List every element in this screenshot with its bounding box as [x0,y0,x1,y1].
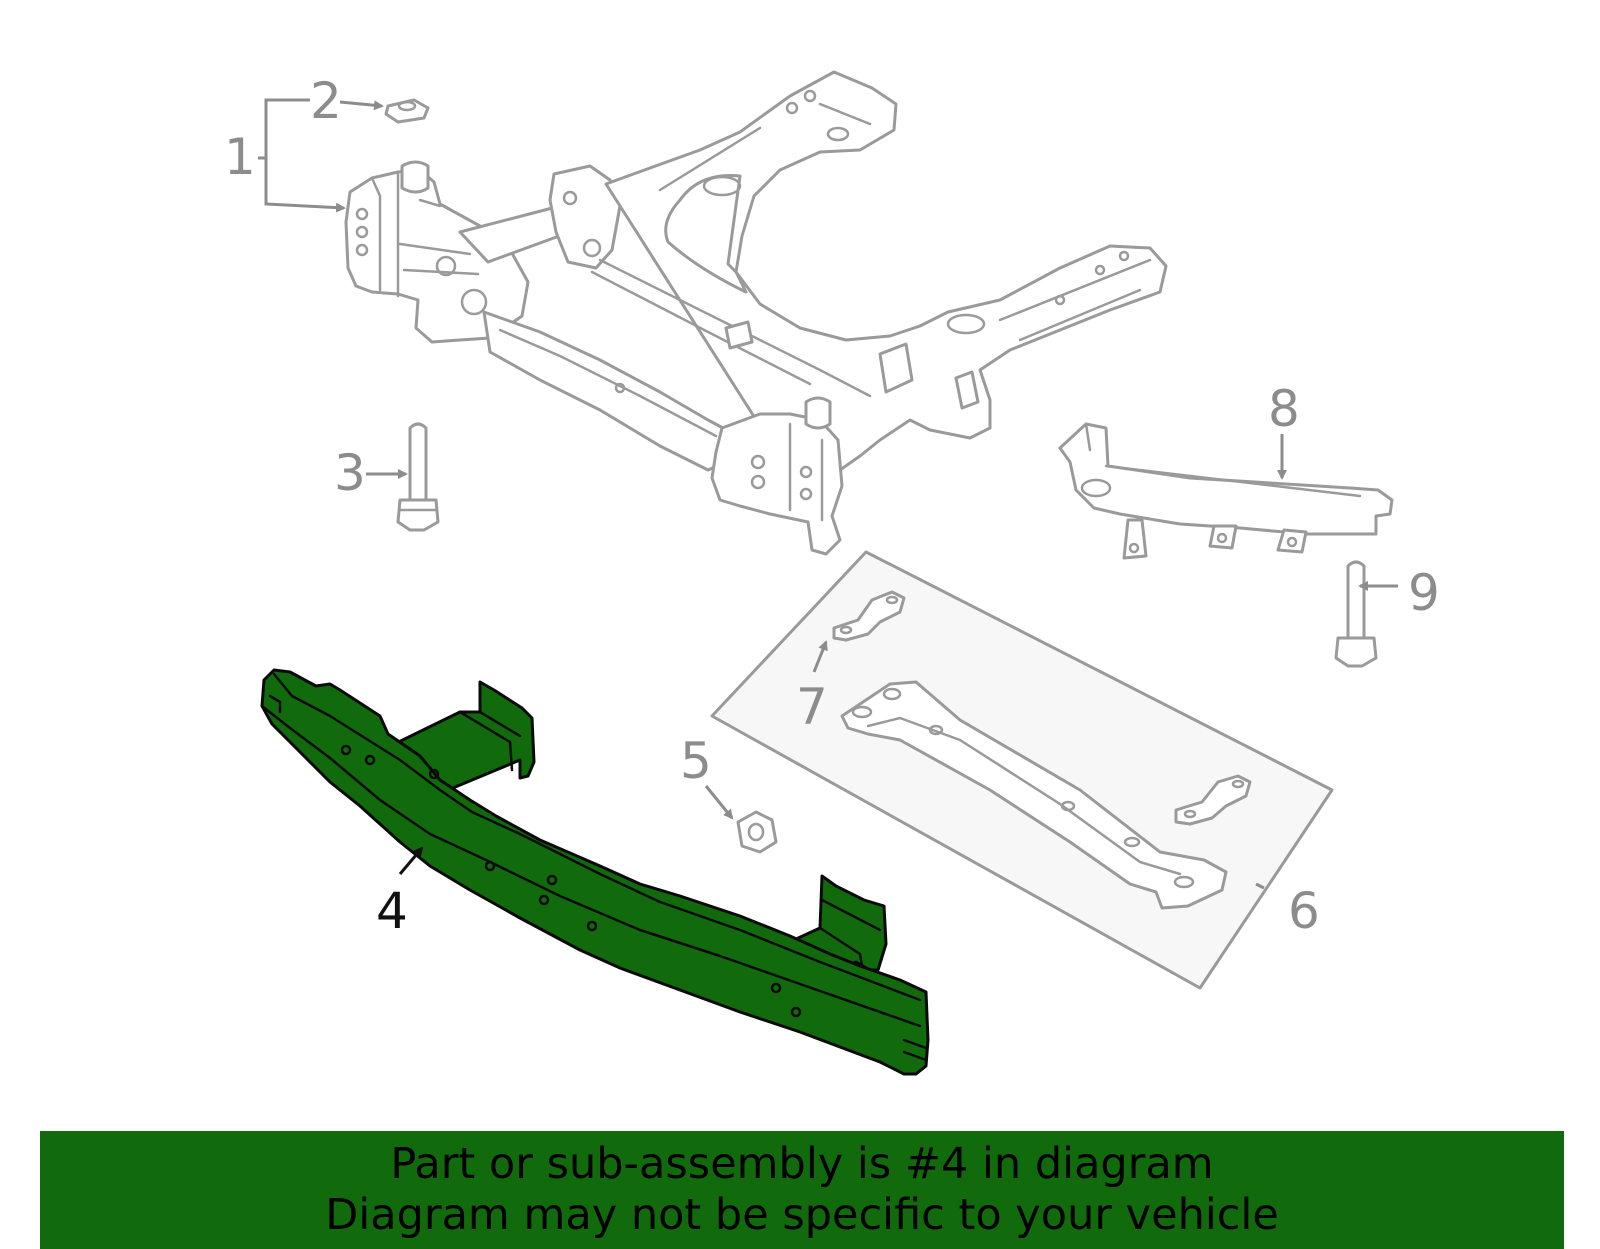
callout-7: 7 [796,678,828,736]
bracket-part-7b[interactable] [1174,774,1252,826]
callout-3: 3 [334,444,366,502]
callout-9: 9 [1408,564,1440,622]
nut-part-5[interactable] [736,810,778,854]
subframe-assembly[interactable] [344,70,1168,556]
banner-line-part: Part or sub-assembly is #4 in diagram [390,1139,1214,1189]
lower-support-beam-part-4[interactable] [260,668,930,1076]
bolt-part-9[interactable] [1334,560,1378,668]
leader-lines [258,98,1398,890]
callout-1: 1 [224,128,256,186]
bracket-part-7[interactable] [832,590,906,642]
nut-part-2[interactable] [384,98,430,124]
callout-6: 6 [1288,882,1320,940]
brace-kit-part-6[interactable] [710,550,1334,990]
banner-line-disclaimer: Diagram may not be specific to your vehi… [325,1190,1279,1240]
callout-4: 4 [376,882,408,940]
callout-8: 8 [1268,380,1300,438]
bolt-part-3[interactable] [396,422,440,532]
callout-5: 5 [680,732,712,790]
info-banner: Part or sub-assembly is #4 in diagram Di… [40,1131,1564,1249]
callout-2: 2 [310,72,342,130]
bracket-part-8[interactable] [1058,422,1394,560]
